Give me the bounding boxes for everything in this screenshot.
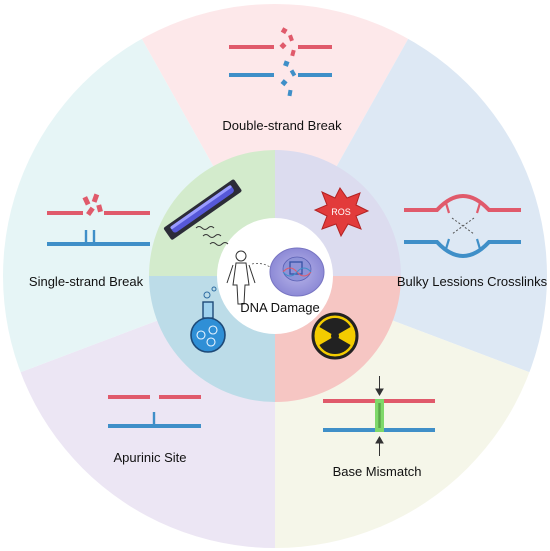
- chemical-flask-icon: [190, 286, 226, 353]
- label-single-strand-break: Single-strand Break: [29, 274, 144, 289]
- ros-burst-icon: ROS: [313, 187, 370, 238]
- uv-lamp-icon: [163, 179, 242, 246]
- ros-label: ROS: [331, 207, 351, 217]
- label-apurinic-site: Apurinic Site: [114, 450, 187, 465]
- dna-double-strand-break-icon: [229, 27, 332, 97]
- radiation-icon: [311, 312, 359, 360]
- label-bulky-lesions: Bulky Lessions Crosslinks: [397, 274, 548, 289]
- human-figure-icon: [226, 250, 256, 305]
- center-label: DNA Damage: [240, 300, 319, 315]
- dna-apurinic-site-icon: [108, 395, 201, 428]
- dashed-arrow: [251, 263, 271, 268]
- label-base-mismatch: Base Mismatch: [333, 464, 422, 479]
- dna-base-mismatch-icon: [323, 376, 435, 456]
- dna-single-strand-break-icon: [47, 193, 150, 246]
- cell-nucleus-icon: [269, 247, 325, 297]
- sector-double-strand-break: [120, 4, 430, 276]
- dna-bulky-lesion-icon: [404, 193, 521, 259]
- label-double-strand-break: Double-strand Break: [222, 118, 342, 133]
